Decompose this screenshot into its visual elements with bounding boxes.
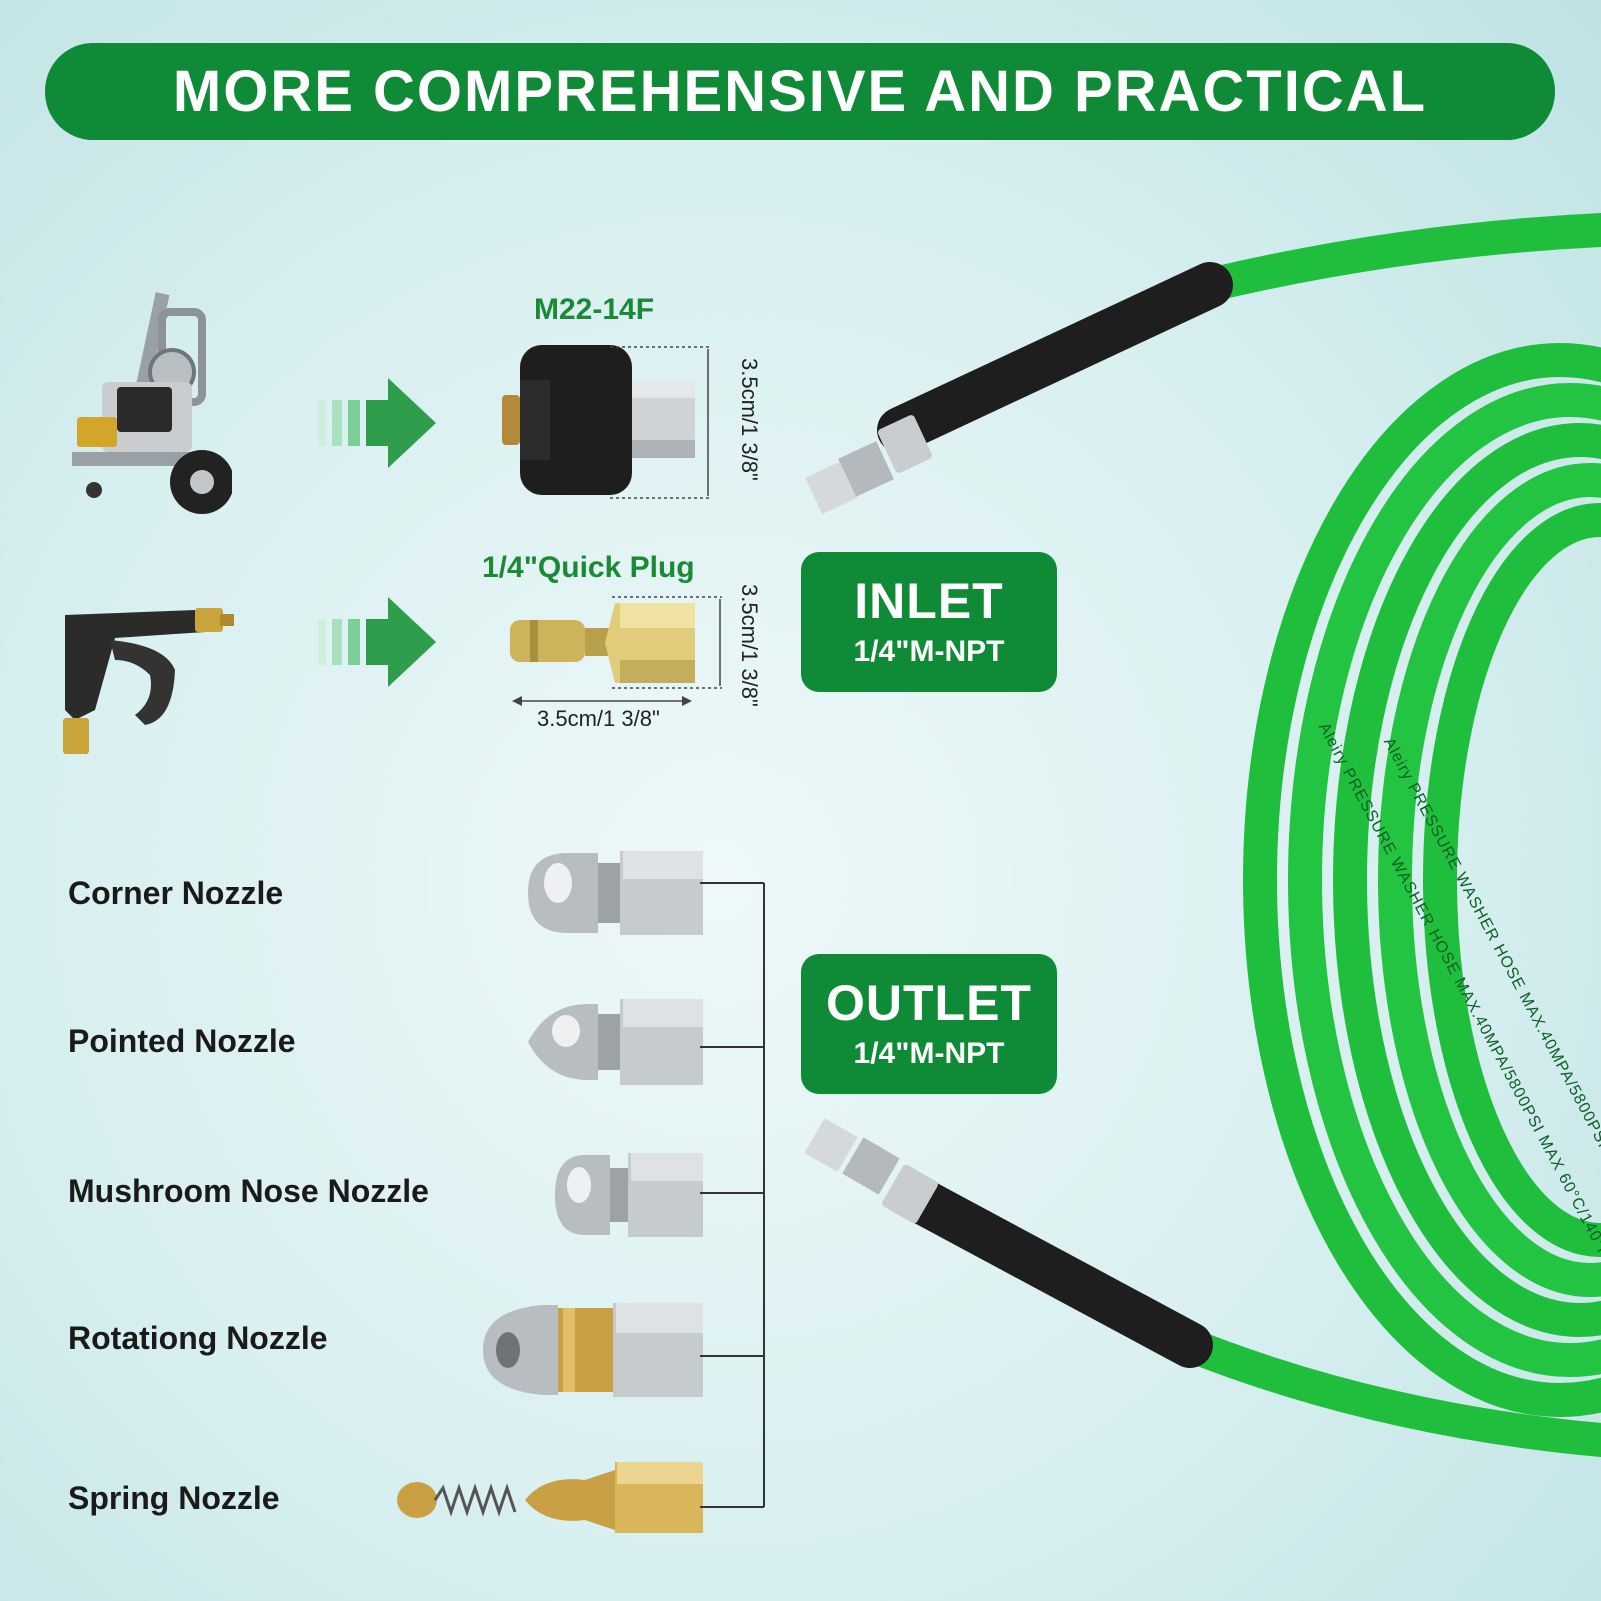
outlet-badge: OUTLET 1/4"M-NPT bbox=[801, 954, 1057, 1094]
quick-plug-height-dimension: 3.5cm/1 3/8" bbox=[737, 584, 762, 707]
nozzle-bracket-lines bbox=[700, 882, 765, 1508]
quick-plug-image bbox=[510, 603, 695, 683]
nozzle-label-mushroom: Mushroom Nose Nozzle bbox=[68, 1173, 429, 1209]
quick-plug-width-dimension: 3.5cm/1 3/8" bbox=[537, 706, 660, 731]
nozzle-label-corner: Corner Nozzle bbox=[68, 875, 284, 911]
m22-height-dimension: 3.5cm/1 3/8" bbox=[737, 358, 762, 481]
mushroom-nozzle-image bbox=[555, 1153, 703, 1237]
m22-fitting-label: M22-14F bbox=[534, 293, 655, 326]
nozzle-label-rotating: Rotationg Nozzle bbox=[68, 1320, 328, 1356]
nozzle-label-pointed: Pointed Nozzle bbox=[68, 1023, 296, 1059]
outlet-badge-subtitle: 1/4"M-NPT bbox=[853, 1037, 1005, 1071]
corner-nozzle-image bbox=[528, 851, 703, 935]
arrow-right-icon bbox=[318, 597, 438, 687]
page-title: MORE COMPREHENSIVE AND PRACTICAL bbox=[172, 59, 1428, 124]
outlet-badge-title: OUTLET bbox=[826, 974, 1032, 1031]
pointed-nozzle-image bbox=[528, 999, 703, 1085]
inlet-badge-title: INLET bbox=[854, 572, 1004, 629]
quick-plug-dimension-lines bbox=[512, 596, 722, 706]
m22-dimension-lines bbox=[610, 346, 710, 499]
inlet-badge-subtitle: 1/4"M-NPT bbox=[853, 635, 1005, 669]
spring-nozzle-image bbox=[397, 1462, 703, 1533]
m22-fitting-image bbox=[502, 345, 695, 495]
quick-plug-label: 1/4"Quick Plug bbox=[482, 551, 695, 584]
pressure-washer-image bbox=[72, 292, 232, 514]
spray-gun-image bbox=[63, 608, 234, 754]
rotating-nozzle-image bbox=[483, 1303, 703, 1397]
nozzle-label-spring: Spring Nozzle bbox=[68, 1480, 280, 1516]
arrow-right-icon bbox=[318, 378, 438, 468]
inlet-badge: INLET 1/4"M-NPT bbox=[801, 552, 1057, 692]
title-banner: MORE COMPREHENSIVE AND PRACTICAL bbox=[45, 43, 1555, 140]
